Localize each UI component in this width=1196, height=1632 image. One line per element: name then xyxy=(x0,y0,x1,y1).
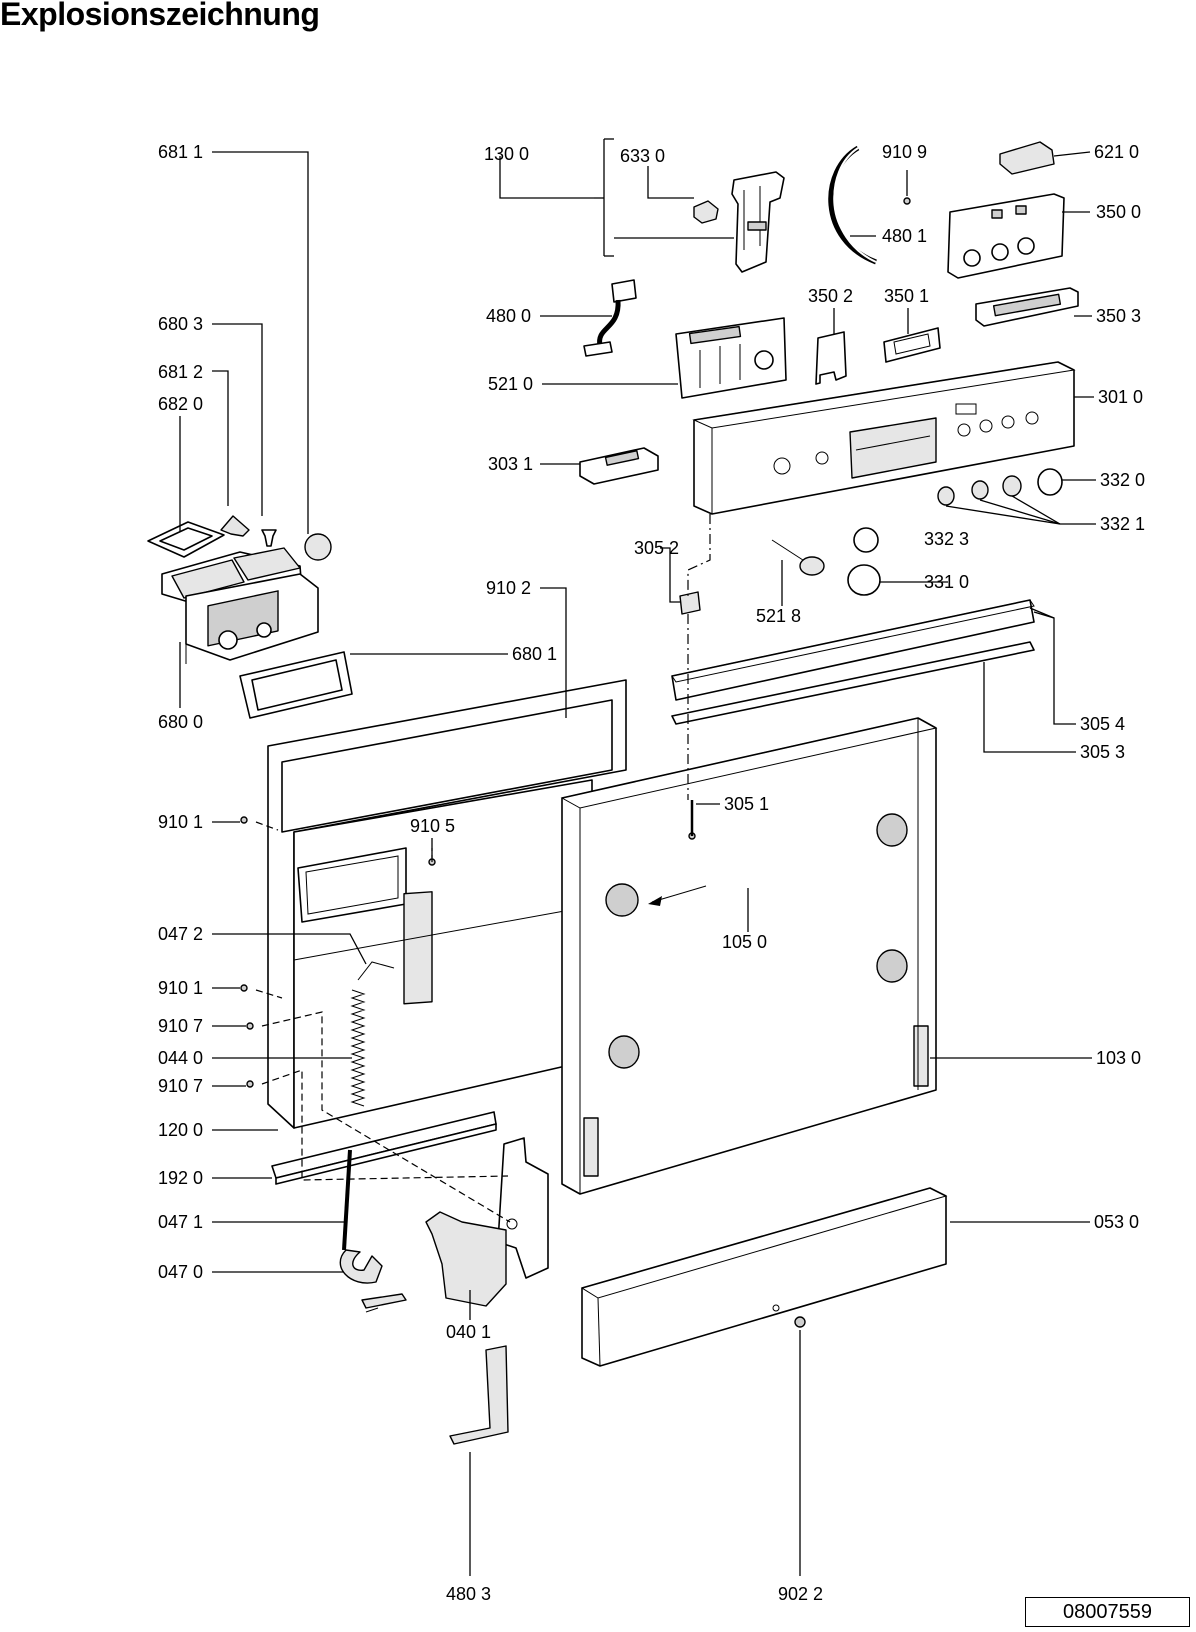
label-303-1: 303 1 xyxy=(488,454,533,474)
label-047-1: 047 1 xyxy=(158,1212,203,1232)
leader-lines xyxy=(179,138,1096,1576)
part-inner-door-120 xyxy=(267,679,627,1129)
label-047-0: 047 0 xyxy=(158,1262,203,1282)
part-control-panel-301 xyxy=(692,361,1076,515)
label-682-0: 682 0 xyxy=(158,394,203,414)
part-board-350-3 xyxy=(975,287,1079,327)
label-047-2: 047 2 xyxy=(158,924,203,944)
label-910-7-a: 910 7 xyxy=(158,1016,203,1036)
part-outer-door-103 xyxy=(560,717,938,1195)
part-electronics-521 xyxy=(675,317,787,399)
part-drawings xyxy=(147,141,1079,1445)
label-105-0: 105 0 xyxy=(722,932,767,952)
label-480-0: 480 0 xyxy=(486,306,531,326)
part-switch-303 xyxy=(579,447,659,485)
part-knobs-332 xyxy=(847,468,1063,596)
part-board-621 xyxy=(999,141,1055,175)
label-910-5: 910 5 xyxy=(410,816,455,836)
label-332-3: 332 3 xyxy=(924,529,969,549)
label-053-0: 053 0 xyxy=(1094,1212,1139,1232)
part-sensor-521-8 xyxy=(771,539,825,576)
label-350-0: 350 0 xyxy=(1096,202,1141,222)
part-seal-680-1 xyxy=(239,651,353,719)
label-331-0: 331 0 xyxy=(924,572,969,592)
label-301-0: 301 0 xyxy=(1098,387,1143,407)
part-board-350-0 xyxy=(947,193,1065,279)
label-910-2: 910 2 xyxy=(486,578,531,598)
page-title: Explosionszeichnung xyxy=(0,0,320,32)
part-clamp-047-0 xyxy=(339,1249,383,1284)
label-621-0: 621 0 xyxy=(1094,142,1139,162)
part-spring-044 xyxy=(350,989,366,1107)
label-633-0: 633 0 xyxy=(620,146,665,166)
label-910-7-b: 910 7 xyxy=(158,1076,203,1096)
label-305-4: 305 4 xyxy=(1080,714,1125,734)
label-521-8: 521 8 xyxy=(756,606,801,626)
label-910-9: 910 9 xyxy=(882,142,927,162)
label-130-0: 130 0 xyxy=(484,144,529,164)
label-910-1-b: 910 1 xyxy=(158,978,203,998)
label-521-0: 521 0 xyxy=(488,374,533,394)
part-rails-305 xyxy=(671,599,1035,725)
part-dispenser-680 xyxy=(161,547,319,664)
label-192-0: 192 0 xyxy=(158,1168,203,1188)
part-gasket-682 xyxy=(147,521,225,558)
label-044-0: 044 0 xyxy=(158,1048,203,1068)
part-plate-350-1 xyxy=(883,327,941,363)
part-rod-047-1 xyxy=(342,1149,352,1251)
label-480-1: 480 1 xyxy=(882,226,927,246)
label-681-2: 681 2 xyxy=(158,362,203,382)
label-350-3: 350 3 xyxy=(1096,306,1141,326)
part-clip-680-3 xyxy=(261,529,277,547)
label-350-1: 350 1 xyxy=(884,286,929,306)
part-lbracket-480-3 xyxy=(449,1345,509,1445)
label-305-3: 305 3 xyxy=(1080,742,1125,762)
label-902-2: 902 2 xyxy=(778,1584,823,1604)
label-680-0: 680 0 xyxy=(158,712,203,732)
part-harness-480-0 xyxy=(583,279,637,357)
label-120-0: 120 0 xyxy=(158,1120,203,1140)
part-bracket-350-2 xyxy=(815,331,847,385)
part-bracket-130 xyxy=(731,171,785,273)
label-305-2: 305 2 xyxy=(634,538,679,558)
document-number: 08007559 xyxy=(1025,1597,1190,1627)
part-screw-910-9 xyxy=(903,197,911,205)
part-screw-902-2 xyxy=(794,1316,806,1328)
label-332-0: 332 0 xyxy=(1100,470,1145,490)
part-kickplate-053 xyxy=(580,1187,948,1367)
part-holder-305-2 xyxy=(679,591,701,615)
label-305-1: 305 1 xyxy=(724,794,769,814)
label-480-3: 480 3 xyxy=(446,1584,491,1604)
part-round-cap xyxy=(304,533,332,561)
part-hinge-040 xyxy=(425,1137,549,1307)
label-350-2: 350 2 xyxy=(808,286,853,306)
label-910-1-a: 910 1 xyxy=(158,812,203,832)
part-lever-681-2 xyxy=(220,515,250,537)
label-681-1: 681 1 xyxy=(158,142,203,162)
label-332-1: 332 1 xyxy=(1100,514,1145,534)
label-103-0: 103 0 xyxy=(1096,1048,1141,1068)
assembly-lines xyxy=(255,514,711,1223)
part-633 xyxy=(693,200,719,224)
label-680-3: 680 3 xyxy=(158,314,203,334)
label-680-1: 680 1 xyxy=(512,644,557,664)
part-labels: 681 1 680 3 681 2 682 0 680 0 680 1 130 … xyxy=(158,142,1145,1604)
label-040-1: 040 1 xyxy=(446,1322,491,1342)
